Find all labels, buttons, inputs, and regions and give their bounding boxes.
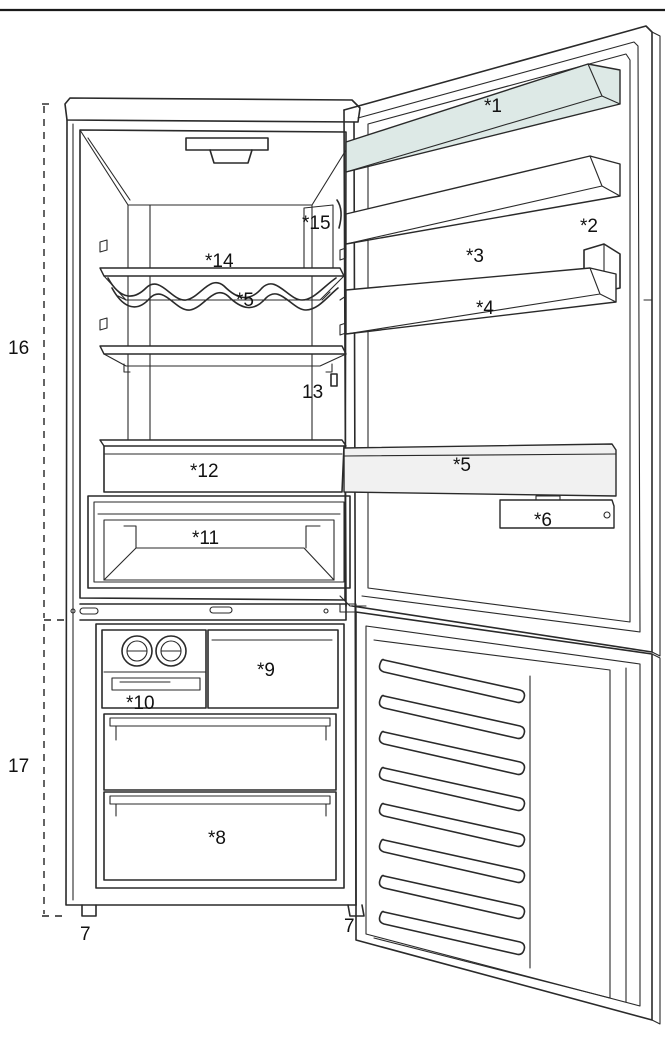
label-14: *14 (205, 251, 234, 272)
label-10: *10 (126, 693, 155, 714)
door-bin-2 (345, 155, 621, 245)
door-bin-1 (345, 63, 621, 173)
label-12: *12 (190, 461, 219, 482)
shelf-clip-13 (330, 373, 338, 387)
fridge-door (343, 25, 661, 657)
crisper-drawer-11 (87, 495, 351, 589)
freezer-drawer-8 (103, 791, 337, 881)
label-9: *9 (257, 660, 275, 681)
door-hinge (339, 299, 653, 607)
freezer-door (355, 611, 661, 1025)
freezer-drawer-upper (103, 713, 337, 791)
label-17: 17 (8, 756, 29, 777)
freezer-compartment (95, 623, 345, 889)
label-7-right: 7 (344, 916, 355, 937)
label-16: 16 (8, 338, 29, 359)
wine-rack (107, 277, 339, 311)
label-11: *11 (192, 528, 219, 549)
bracket-17 (42, 624, 66, 917)
fridge-compartment (79, 129, 347, 601)
freezer-box-9 (207, 629, 339, 709)
label-1: *1 (484, 96, 502, 117)
label-3: *3 (466, 246, 484, 267)
compartment-divider (70, 603, 357, 621)
label-5-wine-rack: *5 (236, 290, 254, 311)
egg-tray-6 (499, 495, 615, 529)
door-bin-4 (339, 267, 617, 335)
label-6: *6 (534, 510, 552, 531)
label-15: *15 (302, 213, 331, 234)
label-2: *2 (580, 216, 598, 237)
crisper-cover-12 (99, 439, 347, 493)
freezer-door-bars (378, 658, 526, 956)
label-7-left: 7 (80, 924, 91, 945)
ice-tray-section (101, 629, 207, 709)
label-13: 13 (302, 382, 323, 403)
bracket-16 (42, 103, 66, 621)
feet (81, 904, 365, 917)
divider-panel-15 (303, 199, 342, 271)
label-5-door: *5 (453, 455, 471, 476)
door-bin-5 (343, 443, 617, 497)
light-unit (185, 137, 269, 164)
label-8: *8 (208, 828, 226, 849)
label-4: *4 (476, 298, 494, 319)
glass-shelf-lower (99, 345, 347, 373)
